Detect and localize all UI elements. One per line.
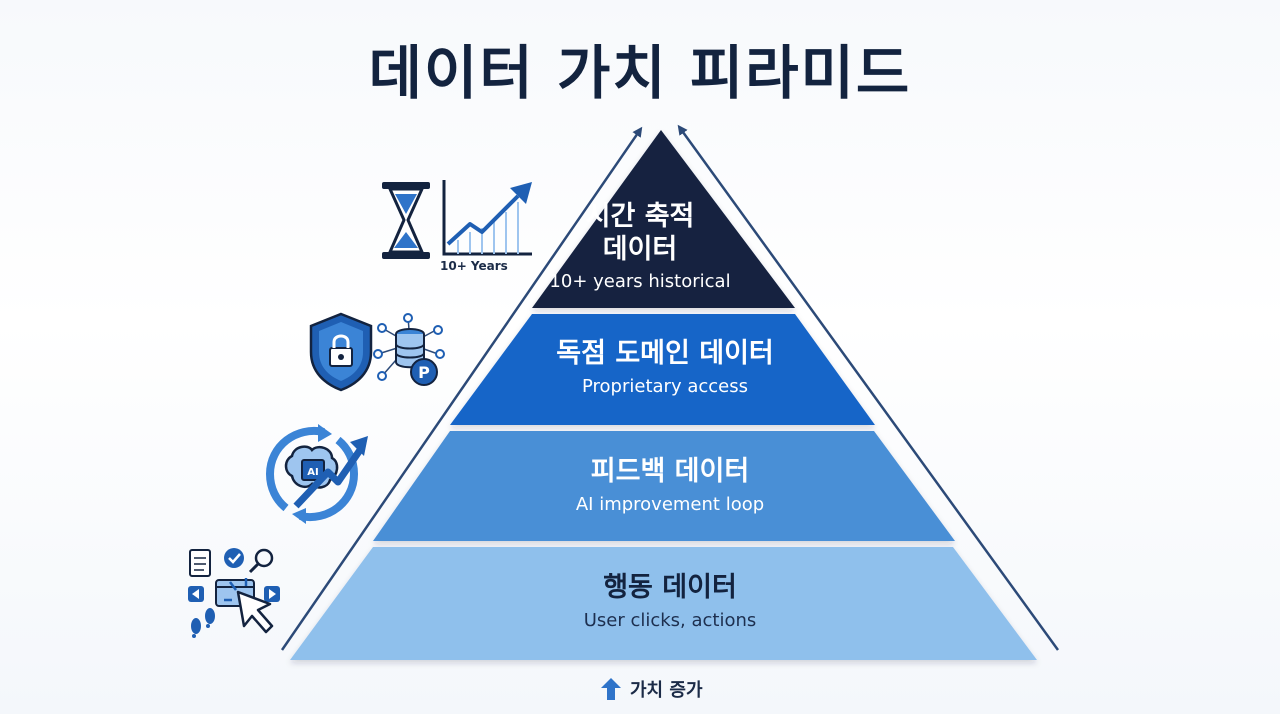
page-title: 데이터 가치 피라미드 <box>368 39 912 107</box>
right-ascent-arrow <box>677 124 1060 651</box>
shield-lock-icon <box>309 312 373 392</box>
up-arrow-icon <box>601 678 621 700</box>
tier-title-line2: 데이터 <box>602 234 678 265</box>
tier-proprietary-data <box>450 314 875 425</box>
left-ascent-arrow <box>280 126 643 651</box>
tier-subtitle: Proprietary access <box>582 376 748 397</box>
svg-text:AI: AI <box>307 467 318 478</box>
tier-behavior-data <box>290 547 1037 660</box>
years-label: 10+ Years <box>440 259 508 273</box>
tier-subtitle: 10+ years historical <box>549 271 731 292</box>
svg-text:P: P <box>418 363 430 382</box>
tier-label-behavior: 행동 데이터 User clicks, actions <box>420 571 920 633</box>
growth-chart-icon <box>442 180 532 256</box>
ai-brain-loop-icon: AI <box>265 424 368 524</box>
tier-label-proprietary: 독점 도메인 데이터 Proprietary access <box>450 337 880 399</box>
tier-title: 피드백 데이터 <box>590 456 750 487</box>
tier-label-time-accumulated: 시간 축적 데이터 10+ years historical <box>520 200 760 294</box>
tier-title: 독점 도메인 데이터 <box>556 338 774 369</box>
hourglass-icon <box>382 182 430 259</box>
database-network-icon: P <box>373 313 445 386</box>
cursor-click-icon <box>224 578 274 634</box>
value-increase-label: 가치 증가 <box>630 680 703 701</box>
value-increase-caption: 가치 증가 <box>600 676 703 702</box>
tier-title-line1: 시간 축적 <box>585 201 695 232</box>
tier-subtitle: AI improvement loop <box>575 494 765 515</box>
tier-subtitle: User clicks, actions <box>583 610 757 631</box>
tier-title: 행동 데이터 <box>603 572 737 603</box>
tier-time-accumulated-data <box>532 130 795 308</box>
tier-feedback-data <box>373 431 955 541</box>
tier-label-feedback: 피드백 데이터 AI improvement loop <box>440 455 900 517</box>
